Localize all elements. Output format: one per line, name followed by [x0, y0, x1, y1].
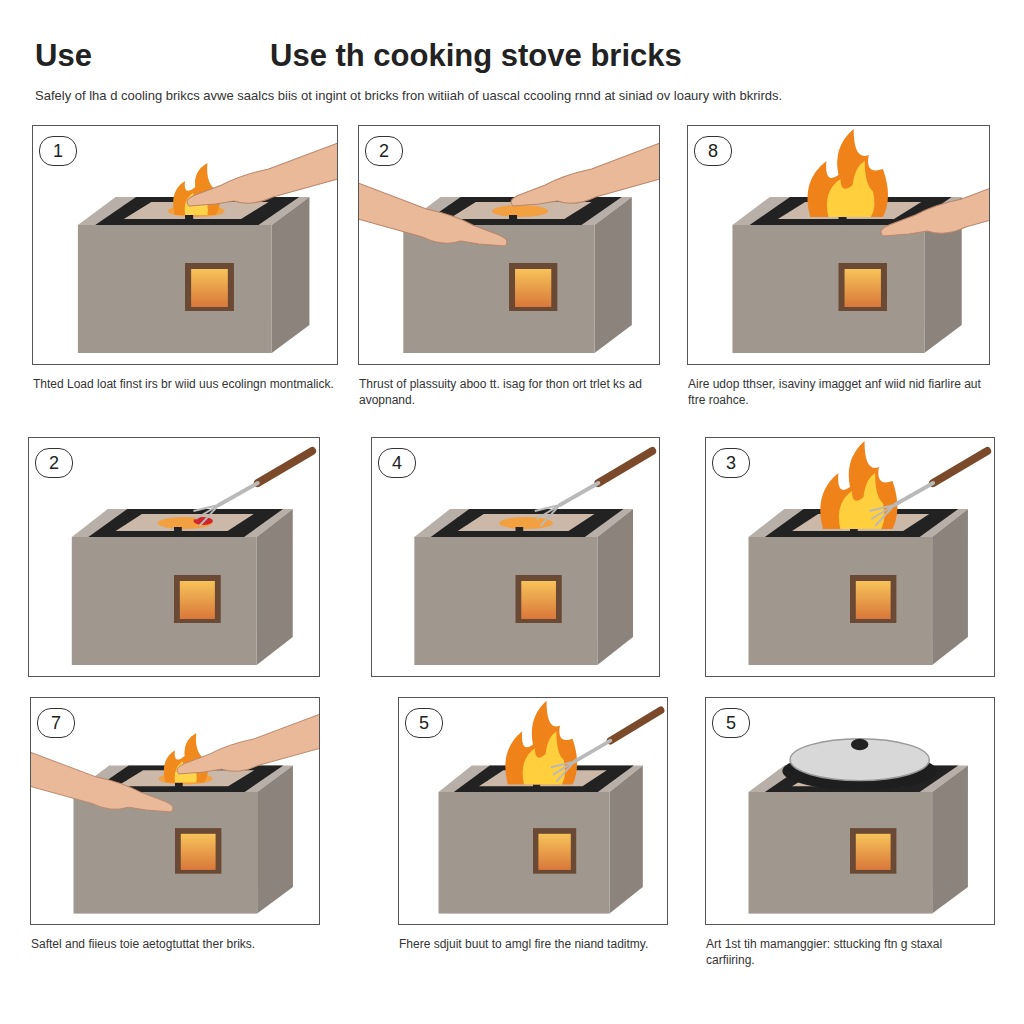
step-number: 5	[712, 708, 750, 738]
step-panel: 1Thted Load loat finst irs br wiid uus e…	[32, 125, 338, 365]
step-number: 3	[712, 448, 750, 478]
step-panel: 5Art 1st tih mamanggier: sttucking ftn g…	[705, 697, 995, 925]
step-panel: 7Saftel and fiieus toie aetogtuttat ther…	[30, 697, 320, 925]
step-panel: 2Thrust of plassuity aboo tt. isag for t…	[358, 125, 660, 365]
step-caption: Art 1st tih mamanggier: sttucking ftn g …	[706, 936, 994, 968]
step-panel: 5Fhere sdjuit buut to amgl fire the nian…	[398, 697, 668, 925]
page-title: Use th cooking stove bricks	[270, 38, 682, 74]
step-number: 2	[365, 136, 403, 166]
step-number: 1	[39, 136, 77, 166]
step-number: 8	[694, 136, 732, 166]
step-number: 5	[405, 708, 443, 738]
step-number: 7	[37, 708, 75, 738]
step-number: 4	[378, 448, 416, 478]
step-caption: Fhere sdjuit buut to amgl fire the niand…	[399, 936, 667, 952]
step-number: 2	[35, 448, 73, 478]
step-caption: Thrust of plassuity aboo tt. isag for th…	[359, 376, 659, 408]
step-panel: 2	[28, 437, 320, 677]
step-caption: Aire udop tthser, isaviny imagget anf wi…	[688, 376, 989, 408]
step-panel: 3	[705, 437, 995, 677]
step-panel: 8Aire udop tthser, isaviny imagget anf w…	[687, 125, 990, 365]
step-caption: Thted Load loat finst irs br wiid uus ec…	[33, 376, 337, 392]
subtitle: Safely of lha d cooling brikcs avwe saal…	[35, 88, 995, 105]
step-caption: Saftel and fiieus toie aetogtuttat ther …	[31, 936, 319, 952]
step-panel: 4	[371, 437, 660, 677]
heading-word: Use	[35, 38, 92, 74]
